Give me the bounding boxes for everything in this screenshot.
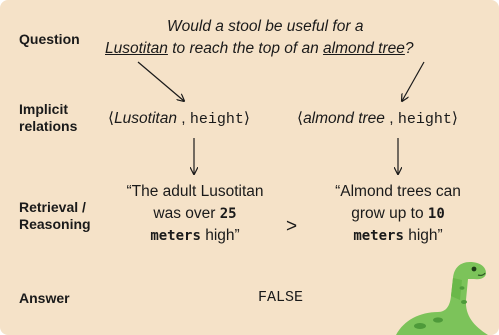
evidence-1-unit: meters [150, 228, 201, 244]
evidence-2-unit: meters [353, 228, 404, 244]
evidence-1-line1: “The adult Lusotitan [126, 183, 264, 200]
label-answer: Answer [19, 290, 70, 306]
relation-1-open: ⟨ [108, 110, 115, 127]
question-line-1: Would a stool be useful for a [167, 18, 364, 35]
relation-2-attribute: height [397, 111, 452, 128]
label-implicit-relations: Implicit relations [19, 101, 77, 135]
evidence-1-line3: meters high” [105, 225, 285, 247]
question-entity-almond-tree: almond tree [323, 40, 405, 57]
label-retrieval-reasoning: Retrieval / Reasoning [19, 199, 91, 233]
relation-1-close: ⟩ [243, 110, 250, 127]
question-entity-lusotitan: Lusotitan [105, 40, 168, 57]
relation-lusotitan-height: ⟨Lusotitan , height⟩ [108, 109, 250, 128]
question-middle-text: to reach the top of an [167, 40, 324, 57]
label-implicit-line1: Implicit [19, 101, 69, 117]
relation-1-sep: , [176, 110, 190, 127]
relation-almond-tree-height: ⟨almond tree , height⟩ [297, 109, 458, 128]
label-implicit-line2: relations [19, 118, 78, 134]
question-line-2: Lusotitan to reach the top of an almond … [105, 40, 414, 58]
label-retrieval-line2: Reasoning [19, 216, 91, 232]
arrow-question-to-lusotitan [137, 61, 184, 101]
evidence-almond-tree: “Almond trees can grow up to 10 meters h… [308, 181, 488, 247]
relation-2-close: ⟩ [451, 110, 458, 127]
relation-2-open: ⟨ [297, 110, 304, 127]
dinosaur-icon [396, 262, 488, 335]
evidence-2-line2: grow up to 10 [308, 203, 488, 225]
comparison-operator: > [286, 216, 298, 237]
answer-value: FALSE [258, 289, 304, 306]
evidence-1-text: was over [153, 205, 220, 222]
evidence-1-tail: high” [200, 227, 240, 244]
relation-2-entity: almond tree [303, 110, 385, 127]
evidence-2-tail: high” [403, 227, 443, 244]
relation-2-sep: , [384, 110, 398, 127]
evidence-lusotitan: “The adult Lusotitan was over 25 meters … [105, 181, 285, 247]
relation-1-attribute: height [189, 111, 244, 128]
label-question: Question [19, 31, 80, 47]
evidence-1-line2: was over 25 [105, 203, 285, 225]
arrow-question-to-almond-tree [402, 61, 425, 101]
evidence-2-text: grow up to [351, 205, 428, 222]
question-end-mark: ? [404, 40, 414, 57]
label-retrieval-line1: Retrieval / [19, 199, 86, 215]
relation-1-entity: Lusotitan [114, 110, 177, 127]
evidence-2-number: 10 [427, 206, 445, 222]
evidence-2-line3: meters high” [308, 225, 488, 247]
evidence-1-number: 25 [219, 206, 237, 222]
evidence-2-line1: “Almond trees can [335, 183, 461, 200]
